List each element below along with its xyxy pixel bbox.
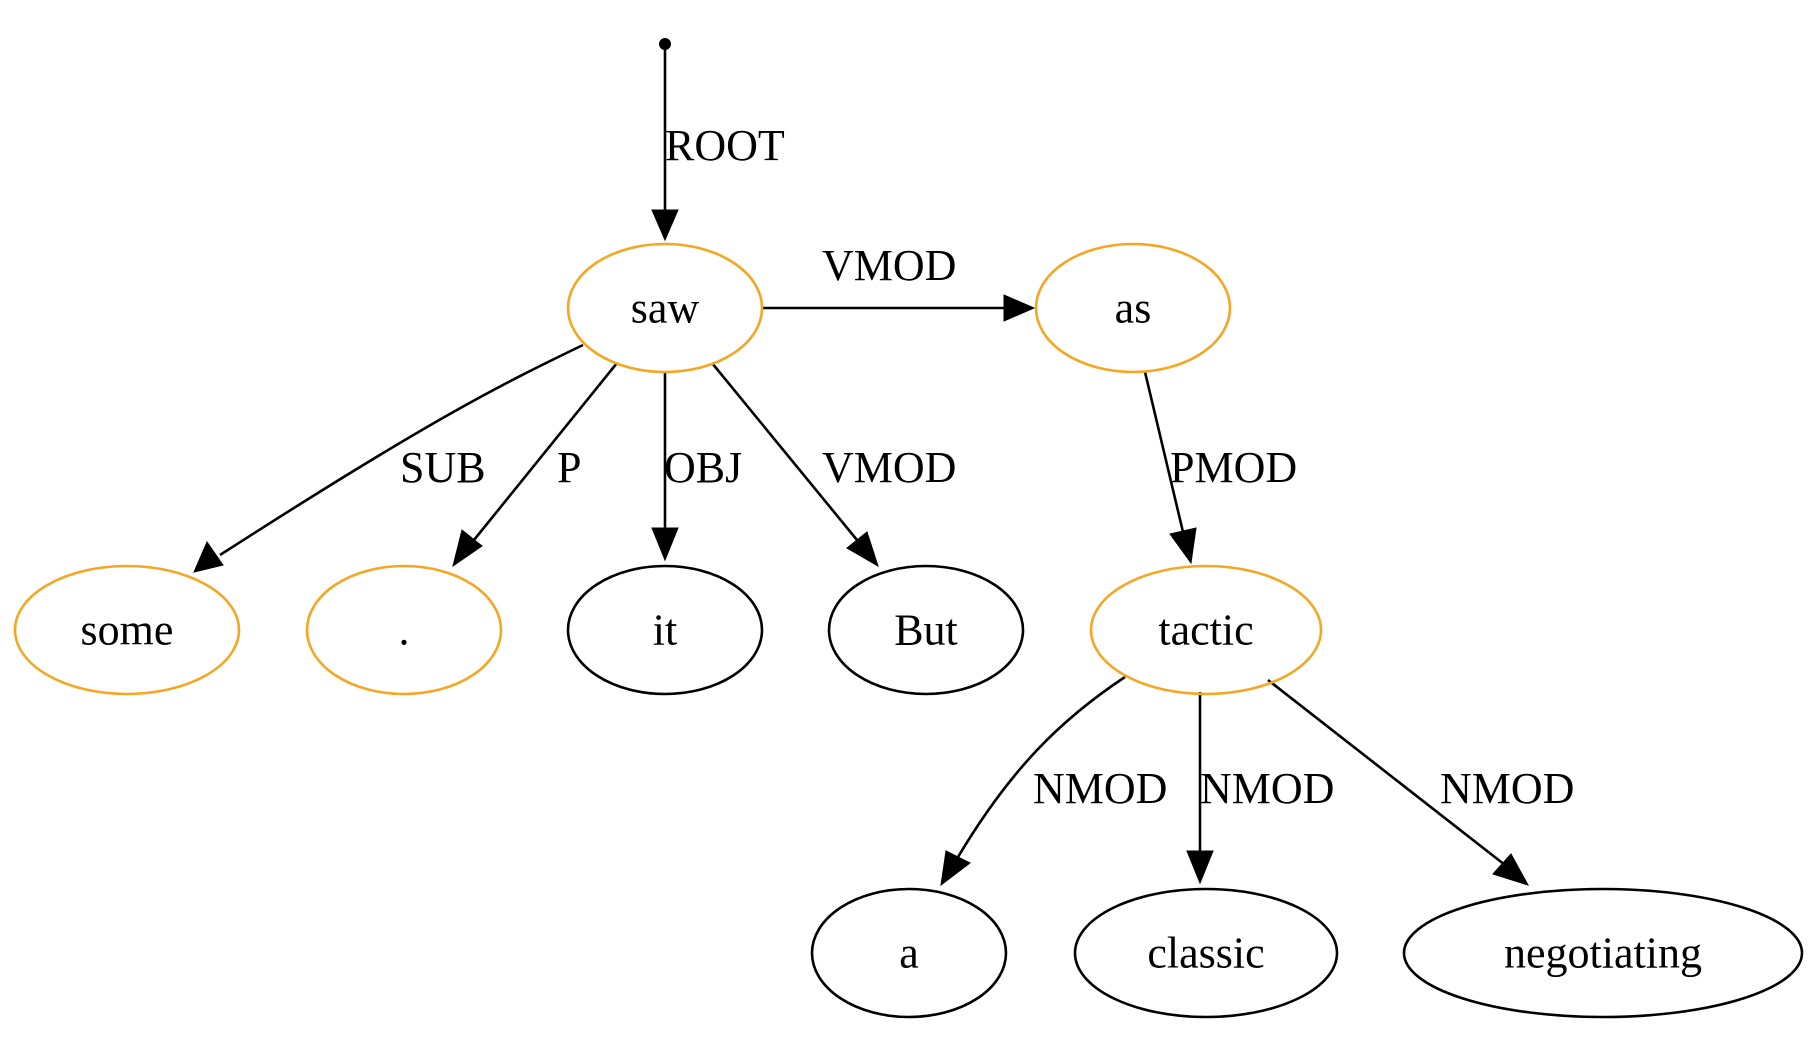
edge-label-as-tactic: PMOD xyxy=(1170,443,1297,492)
node-a: a xyxy=(810,887,1008,1019)
node-but: But xyxy=(827,564,1025,696)
node-tactic-label: tactic xyxy=(1158,606,1253,655)
edge-label-saw-but: VMOD xyxy=(822,443,956,492)
node-negotiating-label: negotiating xyxy=(1504,929,1702,978)
edge-label-tactic-a: NMOD xyxy=(1033,764,1167,813)
edge-label-saw-it: OBJ xyxy=(664,443,742,492)
node-saw-label: saw xyxy=(631,284,700,333)
edge-label-saw-as: VMOD xyxy=(822,241,956,290)
node-it-ellipse xyxy=(566,564,764,696)
node-some-ellipse xyxy=(13,564,241,696)
node-some: some xyxy=(13,564,241,696)
edge-label-saw-period: P xyxy=(557,443,581,492)
edge-tactic-a: NMOD xyxy=(940,675,1167,887)
root-dot xyxy=(659,38,671,50)
edge-label-saw-some: SUB xyxy=(400,443,486,492)
node-it-label: it xyxy=(653,606,677,655)
node-period-label: . xyxy=(399,606,410,655)
edge-label-root: ROOT xyxy=(665,121,785,170)
node-but-ellipse xyxy=(827,564,1025,696)
node-period-ellipse xyxy=(305,564,503,696)
node-a-label: a xyxy=(899,929,919,978)
edge-saw-it: OBJ xyxy=(651,372,742,562)
node-saw-ellipse xyxy=(566,242,764,374)
node-period: . xyxy=(305,564,503,696)
edge-as-tactic: PMOD xyxy=(1143,371,1297,565)
edge-saw-period: P xyxy=(452,362,619,568)
node-tactic: tactic xyxy=(1089,564,1323,696)
node-classic-label: classic xyxy=(1147,929,1264,978)
node-it: it xyxy=(566,564,764,696)
node-as: as xyxy=(1034,242,1232,374)
edge-saw-some: SUB xyxy=(193,343,584,573)
node-negotiating: negotiating xyxy=(1402,887,1804,1019)
edge-root: ROOT xyxy=(651,50,785,242)
node-classic-ellipse xyxy=(1073,887,1339,1019)
node-tactic-ellipse xyxy=(1089,564,1323,696)
node-a-ellipse xyxy=(810,887,1008,1019)
edge-label-tactic-negotiating: NMOD xyxy=(1440,764,1574,813)
node-as-ellipse xyxy=(1034,242,1232,374)
node-saw: saw xyxy=(566,242,764,374)
edge-tactic-classic: NMOD xyxy=(1186,692,1334,885)
node-as-label: as xyxy=(1115,284,1152,333)
edge-saw-as: VMOD xyxy=(762,241,1036,322)
edge-label-tactic-classic: NMOD xyxy=(1200,764,1334,813)
node-some-label: some xyxy=(81,606,174,655)
edge-saw-but: VMOD xyxy=(710,362,956,568)
node-negotiating-ellipse xyxy=(1402,887,1804,1019)
node-but-label: But xyxy=(894,606,958,655)
node-classic: classic xyxy=(1073,887,1339,1019)
edge-tactic-negotiating: NMOD xyxy=(1267,678,1574,886)
